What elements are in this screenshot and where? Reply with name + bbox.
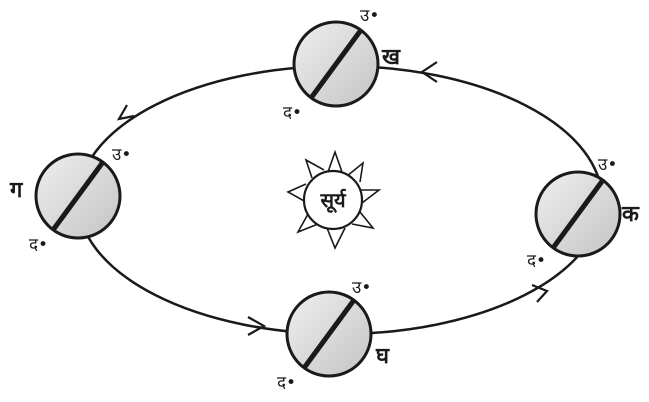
- position-label: घ: [375, 344, 390, 369]
- south-pole-label: द•: [527, 251, 546, 271]
- orbit-arrow-bottom-right: [531, 283, 549, 303]
- orbit-arrow-bottom-left: [247, 316, 267, 336]
- earth-axis: [308, 28, 364, 100]
- position-label: क: [621, 202, 640, 227]
- earth-axis: [301, 298, 357, 370]
- earth-position-ga: उ• द• ग: [9, 145, 131, 255]
- position-label: ग: [9, 178, 24, 203]
- sun-label: सूर्य: [319, 188, 347, 213]
- north-pole-label: उ•: [360, 6, 379, 26]
- south-pole-label: द•: [29, 235, 48, 255]
- position-label: ख: [381, 45, 401, 70]
- south-pole-label: द•: [277, 373, 296, 393]
- earth-position-gha: उ• द• घ: [277, 278, 390, 393]
- north-pole-label: उ•: [598, 155, 617, 175]
- north-pole-label: उ•: [352, 278, 371, 298]
- earth-position-kha: उ• द• ख: [283, 6, 401, 123]
- south-pole-label: द•: [283, 103, 302, 123]
- north-pole-label: उ•: [112, 145, 131, 165]
- sun-disc: [302, 169, 364, 231]
- orbit-arrow-top-left: [116, 104, 135, 121]
- sun-rays: [286, 149, 382, 250]
- earth-axis: [550, 178, 606, 250]
- sun: सूर्य: [286, 149, 382, 250]
- earth-position-ka: उ• द• क: [527, 155, 640, 271]
- earth-axis: [50, 160, 106, 232]
- orbit-arrow-top-right: [420, 61, 438, 83]
